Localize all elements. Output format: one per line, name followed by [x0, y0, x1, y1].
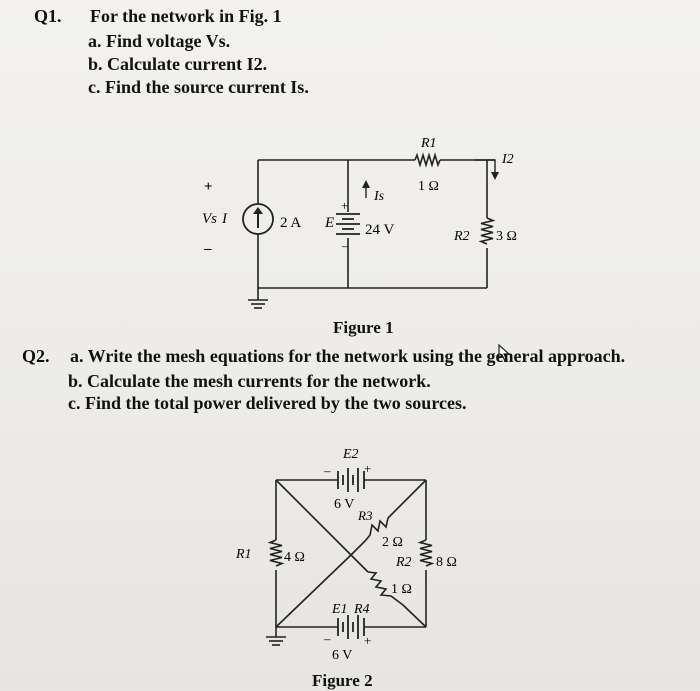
- ground-icon: [266, 636, 286, 646]
- is-arrow-icon: [362, 180, 370, 188]
- r4-resistor: [367, 571, 404, 606]
- e1-label: E1: [331, 602, 348, 617]
- current-source-symbol: [242, 203, 274, 235]
- e2-value-label: 6 V: [334, 497, 354, 512]
- i2-arrow-icon: [491, 172, 499, 180]
- e2-battery-symbol: [337, 468, 365, 492]
- r2-value-label: 8 Ω: [436, 555, 457, 570]
- is-label: Is: [373, 189, 385, 204]
- battery-value-label: 24 V: [365, 222, 394, 238]
- q2-items: b. Calculate the mesh currents for the n…: [68, 370, 466, 414]
- r4-label: R4: [353, 602, 370, 617]
- e1-plus-label: +: [364, 633, 371, 648]
- figure1-caption: Figure 1: [333, 318, 394, 337]
- current-source-label: 2 A: [280, 215, 301, 231]
- q2-number: Q2.: [22, 346, 50, 366]
- e1-minus-label: –: [323, 631, 331, 646]
- r1-label: R1: [420, 136, 437, 151]
- e1-value-label: 6 V: [332, 648, 352, 663]
- q2-title: a. Write the mesh equations for the netw…: [70, 346, 626, 366]
- r2-resistor: [417, 539, 435, 567]
- r1-resistor: [414, 152, 441, 168]
- figure2-caption: Figure 2: [312, 671, 373, 690]
- q2-item-b: b. Calculate the mesh currents for the n…: [68, 371, 431, 391]
- battery-plus-label: +: [341, 198, 348, 213]
- mouse-cursor-icon: [498, 344, 511, 362]
- e-label: E: [324, 215, 334, 231]
- e2-label: E2: [342, 447, 359, 462]
- r1-label: R1: [235, 547, 252, 562]
- r3-label: R3: [357, 508, 373, 523]
- q1-number: Q1.: [34, 6, 62, 26]
- r1-value-label: 4 Ω: [284, 550, 305, 565]
- q1-item-b: b. Calculate current I2.: [88, 54, 268, 74]
- r4-value-label: 1 Ω: [391, 582, 412, 597]
- r3-resistor: [365, 517, 389, 541]
- r1-value-label: 1 Ω: [418, 179, 439, 194]
- e2-minus-label: –: [323, 463, 331, 478]
- r2-label: R2: [395, 555, 412, 570]
- arrow-up-icon: [253, 207, 263, 214]
- i-symbol-label: I: [221, 211, 228, 227]
- battery-minus-label: –: [341, 238, 349, 253]
- r2-resistor: [478, 217, 496, 245]
- q1-item-a: a. Find voltage Vs.: [88, 31, 231, 51]
- e1-battery-symbol: [337, 615, 365, 639]
- vs-minus-label: –: [203, 241, 212, 257]
- battery-symbol: [336, 213, 360, 235]
- vs-plus-label: +: [204, 179, 213, 195]
- vs-label: Vs: [202, 211, 217, 227]
- figure2-circuit: E2 – + 6 V R3 2 Ω R1 4 Ω R2 8 Ω 1 Ω E1 R…: [235, 447, 457, 663]
- q1-item-c: c. Find the source current Is.: [88, 77, 309, 97]
- q1-title: For the network in Fig. 1: [90, 6, 282, 26]
- r2-label: R2: [453, 229, 470, 244]
- ground-icon: [248, 299, 268, 309]
- r1-resistor: [267, 539, 285, 567]
- e2-plus-label: +: [364, 461, 371, 476]
- q1-items: a. Find voltage Vs. b. Calculate current…: [88, 30, 309, 99]
- q2-item-c: c. Find the total power delivered by the…: [68, 393, 467, 413]
- r3-value-label: 2 Ω: [382, 535, 403, 550]
- r2-value-label: 3 Ω: [496, 229, 517, 244]
- figure1-circuit: + Vs I – 2 A E + – 24 V Is R1 1 Ω I2 R2 …: [202, 136, 517, 309]
- i2-label: I2: [501, 152, 514, 167]
